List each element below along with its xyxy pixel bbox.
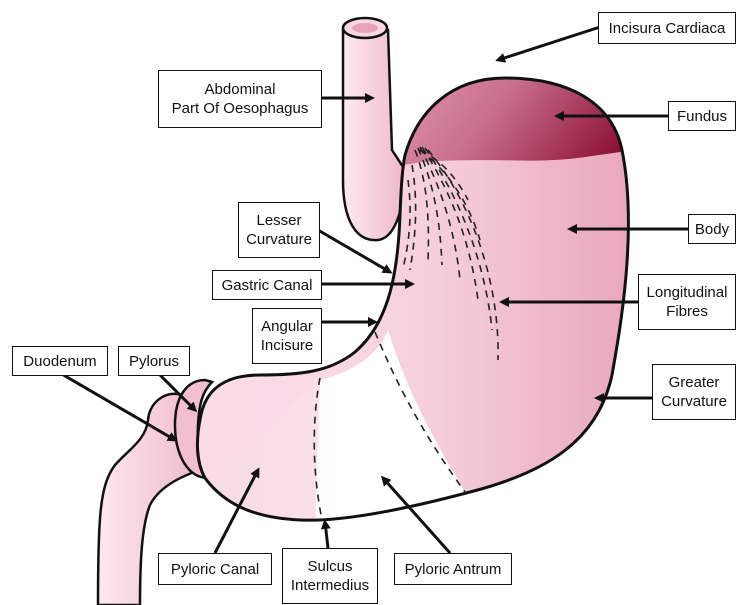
label-longitudinal-fibres: Longitudinal Fibres [638,274,736,330]
label-pyloric-antrum: Pyloric Antrum [394,553,512,585]
label-body: Body [688,214,736,244]
label-sulcus-intermedius: Sulcus Intermedius [282,548,378,604]
label-abdominal-oesophagus: Abdominal Part Of Oesophagus [158,70,322,128]
label-gastric-canal: Gastric Canal [212,270,322,300]
label-angular-incisure: Angular Incisure [252,308,322,364]
oesophagus-tube [343,30,405,240]
label-fundus: Fundus [668,101,736,131]
label-lesser-curvature: Lesser Curvature [238,202,320,258]
label-greater-curvature: Greater Curvature [652,364,736,420]
label-duodenum: Duodenum [12,346,108,376]
label-pyloric-canal: Pyloric Canal [158,553,272,585]
label-pylorus: Pylorus [118,346,190,376]
label-incisura-cardiaca: Incisura Cardiaca [598,12,736,44]
